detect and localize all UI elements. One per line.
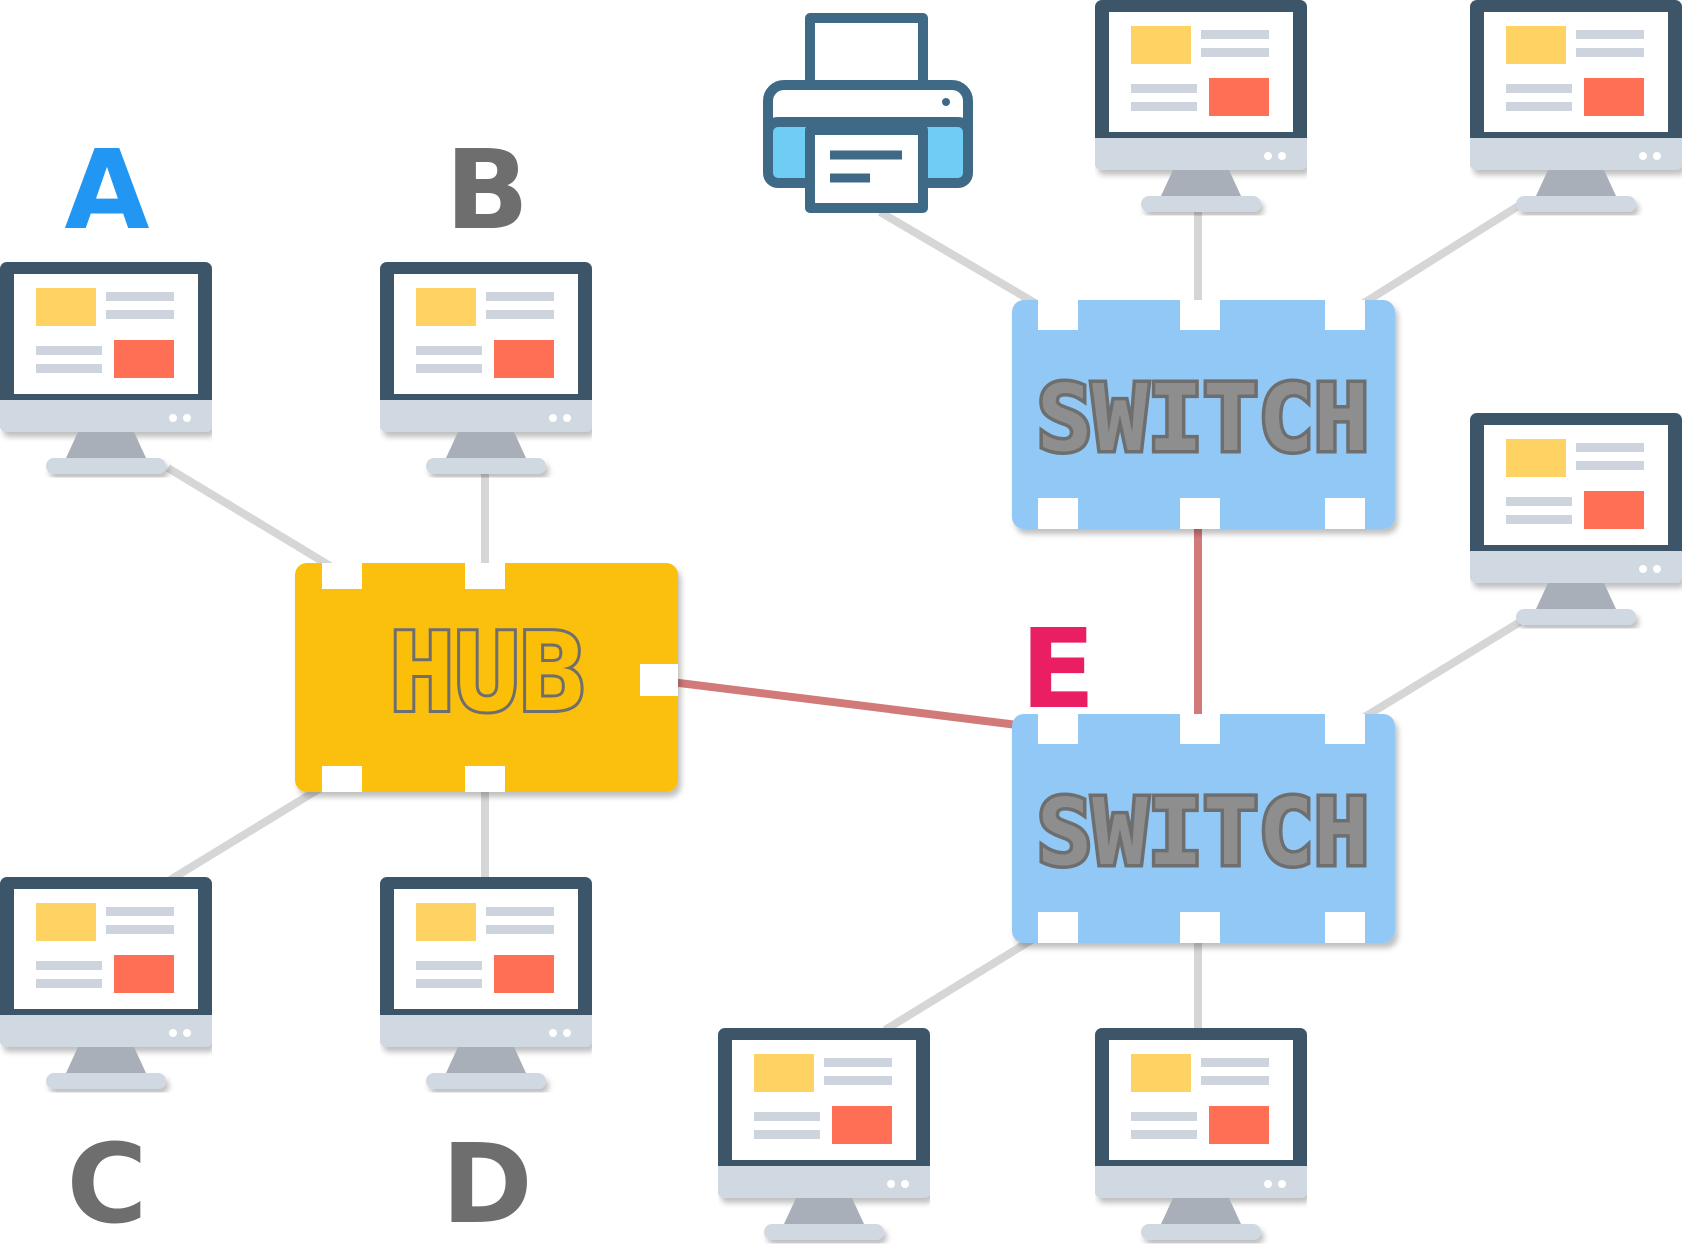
link-pc-top-right-switch xyxy=(1337,201,1523,322)
link-hub-switch xyxy=(654,676,1059,734)
label-c: C xyxy=(67,1120,148,1248)
computer-top-right-icon xyxy=(1470,0,1682,212)
link-pc-mid-right-switch xyxy=(1337,618,1523,736)
label-d: D xyxy=(441,1120,532,1248)
computer-a-icon xyxy=(0,262,212,474)
switch-top-label: SWITCH xyxy=(1037,365,1369,472)
computer-mid-right-icon xyxy=(1470,413,1682,625)
printer-icon xyxy=(763,13,973,213)
label-b: B xyxy=(445,126,529,254)
switch-bottom-label: SWITCH xyxy=(1037,779,1369,886)
hub-label: HUB xyxy=(389,611,584,736)
computer-top-mid-icon xyxy=(1095,0,1307,212)
computer-bottom-left-icon xyxy=(718,1028,930,1240)
switch-top: SWITCH xyxy=(1012,300,1395,529)
computer-d-icon xyxy=(380,877,592,1089)
computer-b-icon xyxy=(380,262,592,474)
switch-bottom: SWITCH xyxy=(1012,714,1395,943)
hub: HUB xyxy=(295,563,678,792)
links xyxy=(165,200,1523,1034)
computer-bottom-mid-icon xyxy=(1095,1028,1307,1240)
label-a: A xyxy=(64,126,149,254)
link-a-hub xyxy=(165,464,353,582)
computer-c-icon xyxy=(0,877,212,1089)
label-e: E xyxy=(1020,605,1095,733)
